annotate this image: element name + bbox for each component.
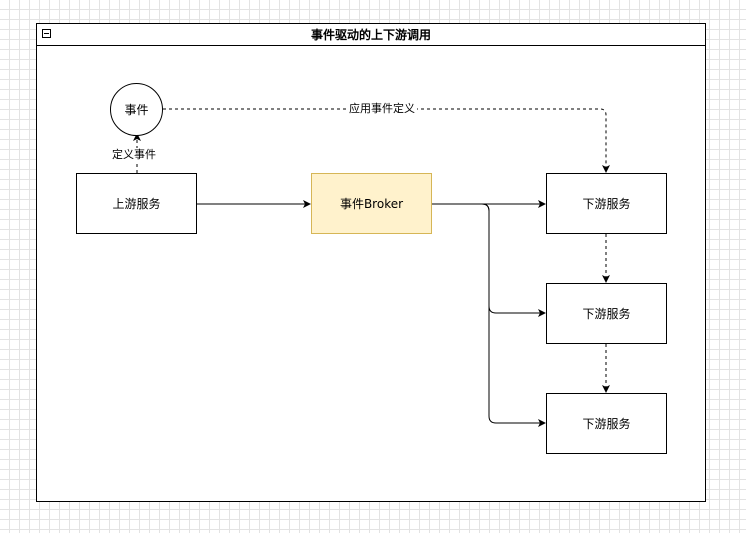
downstream-service-label-1: 下游服务 [582, 197, 631, 211]
define-event-edge-label: 定义事件 [110, 148, 158, 162]
event-broker-node[interactable]: 事件Broker [311, 173, 432, 234]
diagram-title-bar: 事件驱动的上下游调用 [37, 24, 705, 46]
event-broker-label: 事件Broker [339, 197, 404, 211]
event-node[interactable]: 事件 [110, 83, 163, 136]
apply-event-definition-edge-label: 应用事件定义 [347, 102, 417, 116]
diagram-title: 事件驱动的上下游调用 [310, 28, 431, 42]
collapse-icon[interactable] [42, 29, 51, 38]
downstream-service-label-2: 下游服务 [582, 307, 631, 321]
downstream-service-node-2[interactable]: 下游服务 [546, 283, 667, 344]
event-node-label: 事件 [124, 103, 149, 117]
downstream-service-node-1[interactable]: 下游服务 [546, 173, 667, 234]
upstream-service-label: 上游服务 [112, 197, 161, 211]
upstream-service-node[interactable]: 上游服务 [76, 173, 197, 234]
downstream-service-label-3: 下游服务 [582, 417, 631, 431]
downstream-service-node-3[interactable]: 下游服务 [546, 393, 667, 454]
